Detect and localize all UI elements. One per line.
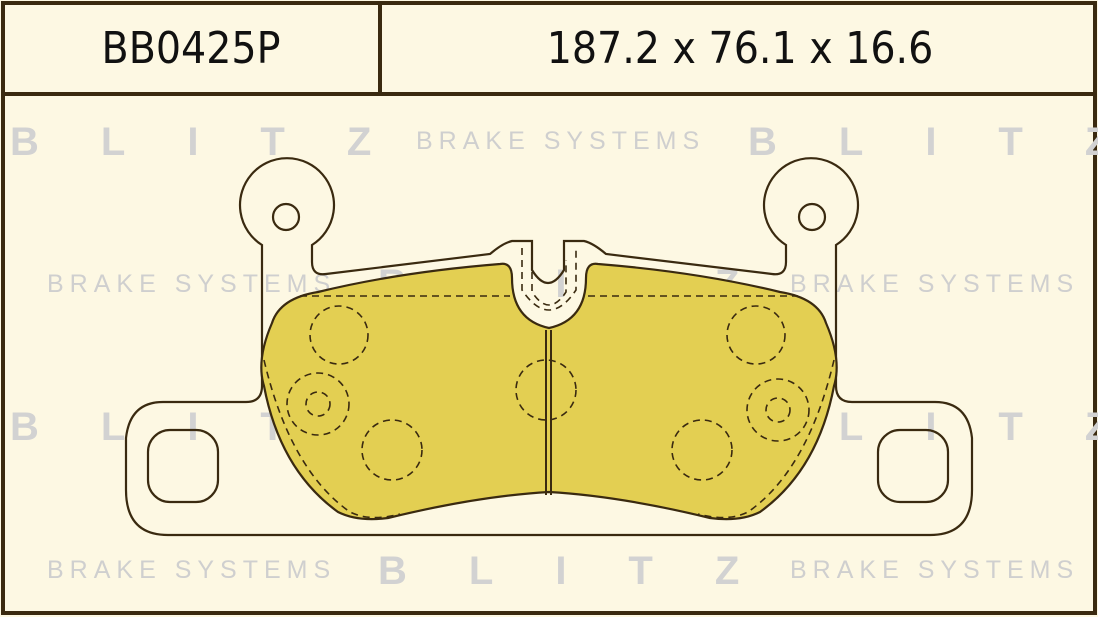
- rivet-circle: [671, 419, 733, 481]
- rivet-circle: [726, 305, 786, 365]
- mount-hole-left: [271, 202, 301, 232]
- slot-left: [146, 428, 220, 504]
- part-dimensions: 187.2 x 76.1 x 16.6: [546, 22, 934, 74]
- rivet-inner-circle: [305, 391, 331, 417]
- hidden-left-curve: [263, 359, 401, 519]
- rivet-circle: [746, 378, 810, 442]
- rivet-inner-circle: [765, 397, 791, 423]
- hidden-notch-outer: [521, 248, 577, 311]
- rivet-circle: [309, 305, 369, 365]
- backing-plate-outline: [124, 157, 974, 537]
- watermark-tagline: BRAKE SYSTEMS: [416, 127, 705, 155]
- header-table: BB0425P 187.2 x 76.1 x 16.6: [0, 0, 1098, 96]
- hidden-notch-inner: [531, 260, 567, 306]
- hidden-lines: [263, 248, 835, 519]
- mount-hole-right: [797, 202, 827, 232]
- rivet-circle: [515, 359, 577, 421]
- watermark-brand: BLITZ: [10, 120, 433, 164]
- watermark-tagline: BRAKE SYSTEMS: [790, 556, 1079, 584]
- rivet-circle: [361, 419, 423, 481]
- part-code: BB0425P: [101, 22, 281, 74]
- watermark-layer: BLITZ BRAKE SYSTEMS BLITZ BRAKE SYSTEMS …: [10, 120, 1098, 593]
- hidden-right-curve: [697, 359, 835, 519]
- watermark-tagline: BRAKE SYSTEMS: [47, 556, 336, 584]
- friction-material: [260, 262, 838, 521]
- rivet-circle: [286, 372, 350, 436]
- watermark-tagline: BRAKE SYSTEMS: [47, 270, 336, 298]
- slot-right: [876, 428, 950, 504]
- watermark-tagline: BRAKE SYSTEMS: [790, 270, 1079, 298]
- watermark-brand: BLITZ: [378, 549, 801, 593]
- watermark-brand: BLITZ: [748, 120, 1098, 164]
